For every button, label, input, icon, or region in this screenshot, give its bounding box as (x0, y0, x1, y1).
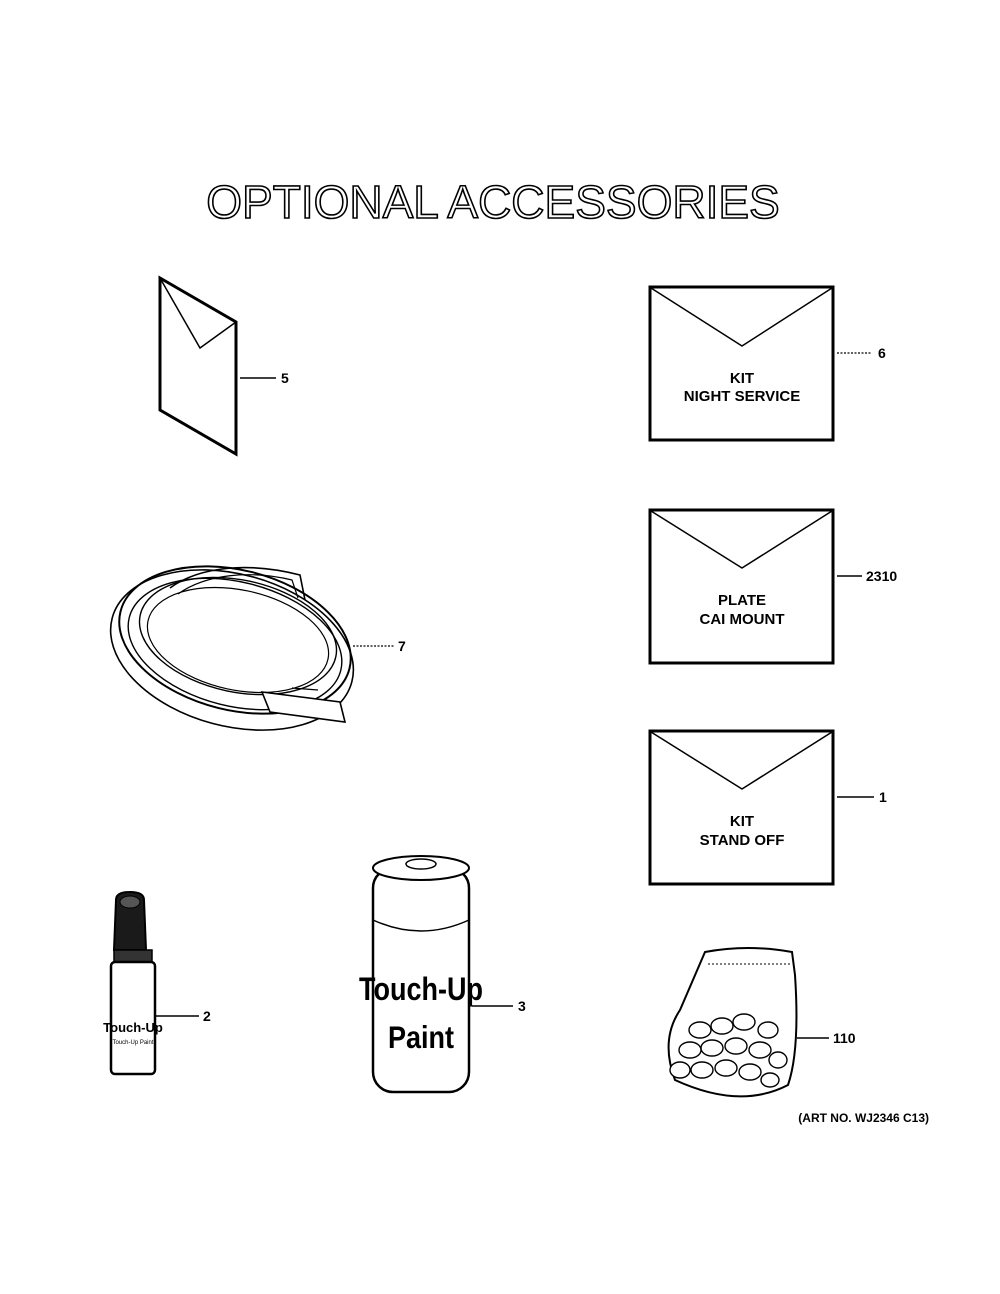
parts-bag: 110 (667, 947, 856, 1098)
callout-1: 1 (879, 789, 887, 805)
can-label-line2: Paint (388, 1021, 454, 1055)
touchup-spray-can: Touch-Up Paint 3 (359, 855, 526, 1094)
page-title: OPTIONAL ACCESSORIES (206, 176, 779, 228)
bag-contents (669, 1013, 788, 1088)
callout-110: 110 (833, 1030, 856, 1046)
envelope-line1: KIT (730, 370, 754, 387)
envelope-line1: PLATE (718, 592, 766, 609)
pen-label: Touch-Up (103, 1020, 163, 1035)
callout-5: 5 (281, 370, 289, 386)
callout-6: 6 (878, 345, 886, 361)
envelope-plate-cai-mount: PLATE CAI MOUNT 2310 (648, 508, 897, 665)
callout-2: 2 (203, 1008, 211, 1024)
water-tube-coil: 7 (109, 565, 406, 731)
envelope-line2: NIGHT SERVICE (684, 388, 800, 405)
can-label-line1: Touch-Up (359, 972, 483, 1008)
touchup-pen: Touch-Up Touch-Up Paint 2 (103, 890, 211, 1076)
callout-7: 7 (398, 638, 406, 654)
callout-2310: 2310 (866, 568, 897, 584)
envelope-kit-night-service: KIT NIGHT SERVICE 6 (648, 285, 886, 442)
manual-booklet: 5 (158, 275, 289, 457)
envelope-kit-stand-off: KIT STAND OFF 1 (648, 729, 887, 886)
art-number: (ART NO. WJ2346 C13) (798, 1111, 929, 1125)
envelope-line1: KIT (730, 813, 754, 830)
callout-3: 3 (518, 998, 526, 1014)
envelope-line2: CAI MOUNT (700, 611, 785, 628)
pen-sublabel: Touch-Up Paint (112, 1040, 153, 1046)
envelope-line2: STAND OFF (700, 832, 785, 849)
